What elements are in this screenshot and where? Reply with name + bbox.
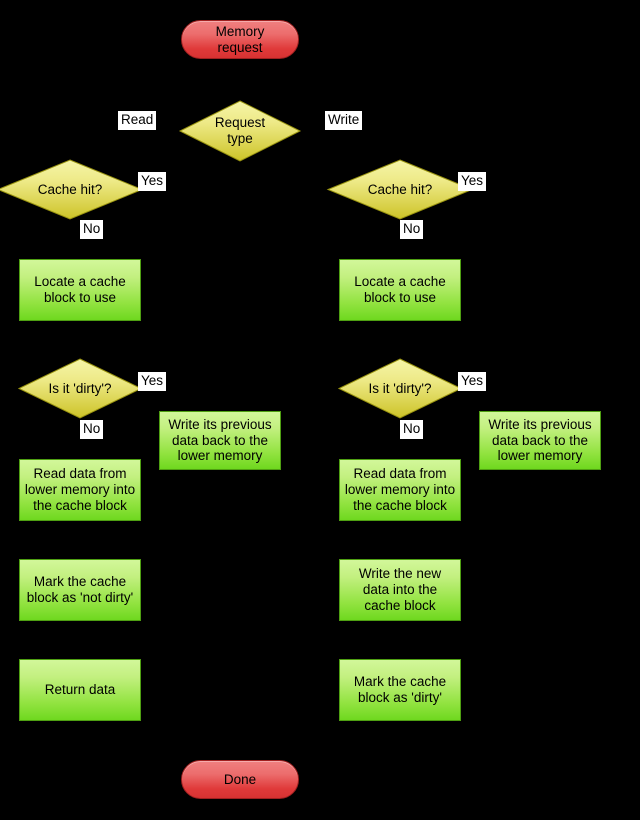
node-start[interactable]: Memory request [181, 20, 299, 59]
diamond-shape [178, 100, 302, 162]
diamond-shape [17, 358, 143, 419]
edge-label-write-hit-no: No [400, 220, 424, 239]
node-write-cache-hit-label: Cache hit? [367, 181, 433, 197]
diamond-shape [0, 159, 144, 220]
edge-label-write-hit-yes: Yes [458, 172, 487, 191]
node-write-writeback[interactable]: Write its previous data back to the lowe… [479, 411, 601, 470]
node-read-is-dirty-label: Is it 'dirty'? [48, 380, 112, 396]
diamond-shape [326, 159, 474, 220]
node-done-label: Done [223, 771, 257, 787]
node-read-fill-block-label: Read data from lower memory into the cac… [24, 466, 136, 513]
node-read-cache-hit-label: Cache hit? [37, 181, 103, 197]
node-write-cache-hit[interactable]: Cache hit? [326, 159, 474, 220]
node-read-mark-not-dirty[interactable]: Mark the cache block as 'not dirty' [19, 559, 141, 621]
node-read-locate-block-label: Locate a cache block to use [34, 274, 126, 305]
node-read-mark-not-dirty-label: Mark the cache block as 'not dirty' [26, 574, 134, 605]
node-read-writeback[interactable]: Write its previous data back to the lowe… [159, 411, 281, 470]
node-read-return-data[interactable]: Return data [19, 659, 141, 721]
node-write-writeback-label: Write its previous data back to the lowe… [488, 416, 592, 464]
node-read-writeback-label: Write its previous data back to the lowe… [168, 416, 272, 464]
node-write-mark-dirty-label: Mark the cache block as 'dirty' [353, 674, 447, 705]
node-write-new-data[interactable]: Write the new data into the cache block [339, 559, 461, 621]
node-write-locate-block-label: Locate a cache block to use [354, 274, 446, 305]
node-write-new-data-label: Write the new data into the cache block [358, 566, 442, 613]
node-read-fill-block[interactable]: Read data from lower memory into the cac… [19, 459, 141, 521]
edge-label-read-hit-yes: Yes [138, 172, 167, 191]
edge-label-write-dirty-yes: Yes [458, 372, 487, 391]
node-write-is-dirty-label: Is it 'dirty'? [368, 380, 432, 396]
node-done[interactable]: Done [181, 760, 299, 799]
node-write-fill-block[interactable]: Read data from lower memory into the cac… [339, 459, 461, 521]
edge-label-read-dirty-no: No [80, 420, 104, 439]
edge-label-write: Write [325, 111, 363, 130]
node-read-is-dirty[interactable]: Is it 'dirty'? [17, 358, 143, 419]
node-write-is-dirty[interactable]: Is it 'dirty'? [337, 358, 463, 419]
node-write-fill-block-label: Read data from lower memory into the cac… [344, 466, 456, 513]
edge-label-read: Read [118, 111, 157, 130]
node-request-type[interactable]: Request type [178, 100, 302, 162]
edge-label-write-dirty-no: No [400, 420, 424, 439]
edge-label-read-hit-no: No [80, 220, 104, 239]
node-read-locate-block[interactable]: Locate a cache block to use [19, 259, 141, 321]
node-write-mark-dirty[interactable]: Mark the cache block as 'dirty' [339, 659, 461, 721]
node-read-return-data-label: Return data [44, 682, 116, 698]
node-start-label: Memory request [215, 23, 265, 55]
node-request-type-label: Request type [214, 115, 266, 146]
diamond-shape [337, 358, 463, 419]
node-read-cache-hit[interactable]: Cache hit? [0, 159, 144, 220]
node-write-locate-block[interactable]: Locate a cache block to use [339, 259, 461, 321]
edge-label-read-dirty-yes: Yes [138, 372, 167, 391]
